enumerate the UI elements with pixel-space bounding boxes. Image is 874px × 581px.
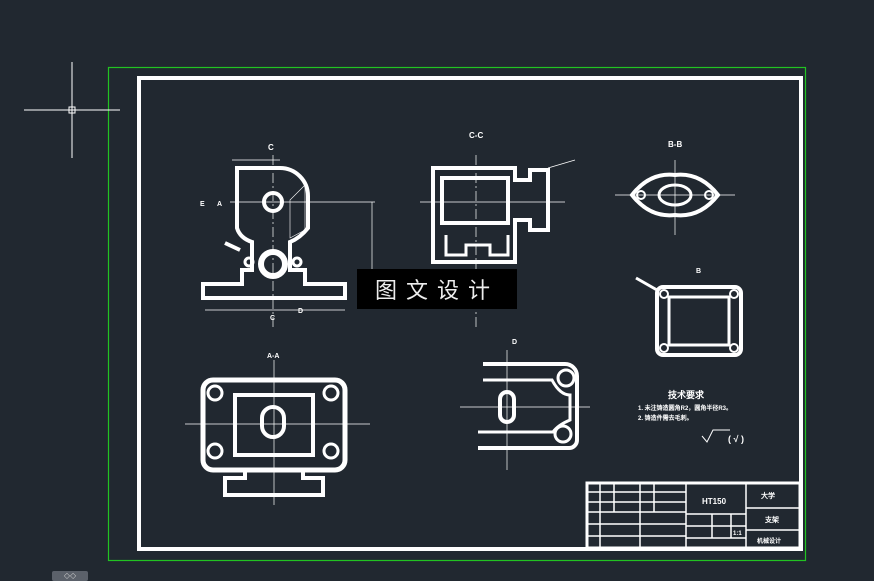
section-c-label: C <box>268 143 274 152</box>
section-bb-view <box>615 160 735 235</box>
section-aa-label: A-A <box>267 353 279 360</box>
arrow-d-label: D <box>298 308 303 315</box>
part-name-label: 支架 <box>764 515 779 524</box>
section-cc-label: C-C <box>469 131 483 140</box>
drawing-frame <box>137 76 803 551</box>
school-label: 大学 <box>761 491 775 500</box>
tech-req-item-1: 1. 未注铸造圆角R2，圆角半径R3。 <box>638 404 732 412</box>
view-d <box>460 350 590 470</box>
material-label: HT150 <box>702 497 727 506</box>
tech-req-title: 技术要求 <box>668 389 705 400</box>
section-bb-label: B-B <box>668 140 682 149</box>
arrow-e-label: E <box>200 201 205 208</box>
navigation-cube-icon[interactable]: ◇◇ <box>52 571 88 581</box>
bottom-c-label: C <box>270 315 275 322</box>
front-view <box>201 155 375 330</box>
view-b <box>635 276 743 357</box>
viewport-border <box>107 66 807 562</box>
drawing-no-label: 机械设计 <box>757 537 781 545</box>
roughness-symbol-icon <box>701 429 730 443</box>
arrow-a-label: A <box>217 201 222 208</box>
tech-req-item-2: 2. 铸造件需去毛刺。 <box>638 414 693 422</box>
title-block <box>585 481 802 550</box>
view-b-label: B <box>696 268 701 275</box>
view-d-label: D <box>512 339 517 346</box>
crosshair-icon <box>24 62 120 158</box>
watermark: 图文设计 <box>357 269 517 309</box>
section-aa-view <box>185 360 370 505</box>
roughness-note: ( √ ) <box>728 434 744 444</box>
scale-label: 1:1 <box>733 531 742 537</box>
